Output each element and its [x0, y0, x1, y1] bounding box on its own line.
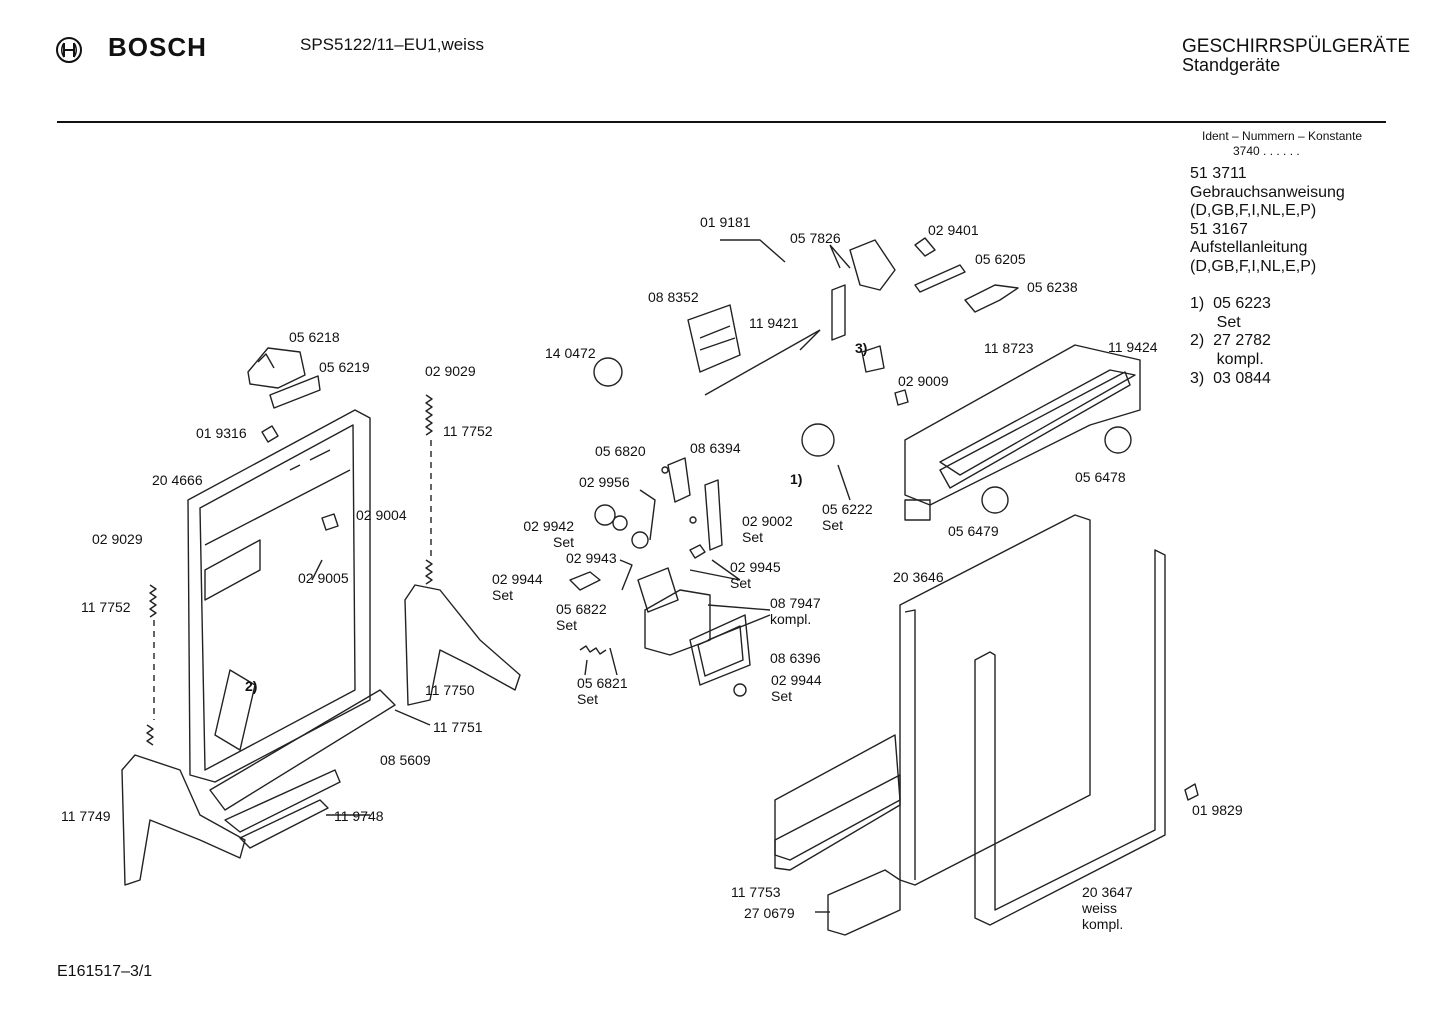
door-frame-shape — [974, 549, 1166, 926]
screw-019829-icon — [1184, 783, 1199, 801]
part-029944-left: 02 9944 Set — [492, 571, 543, 603]
document-code: E161517–3/1 — [57, 963, 153, 980]
part-029401: 02 9401 — [928, 222, 979, 238]
brand-name: BOSCH — [108, 32, 207, 62]
hinge-left-shape — [121, 754, 246, 886]
switch-block-shape — [849, 239, 896, 291]
bosch-logo-icon — [56, 37, 82, 63]
spring-top-icon — [425, 394, 433, 436]
header-divider — [57, 121, 1386, 123]
part-056821: 05 6821 Set — [577, 675, 628, 707]
part-086394: 08 6394 — [690, 440, 741, 456]
part-029005: 02 9005 — [298, 570, 349, 586]
part-056822: 05 6822 Set — [556, 601, 607, 633]
door-latch-part — [247, 347, 321, 409]
part-note-2: 2) — [245, 678, 258, 694]
part-057826: 05 7826 — [790, 230, 841, 246]
hinge-right-shape — [404, 584, 521, 706]
knob-056479-icon — [981, 486, 1009, 514]
part-056478: 05 6478 — [1075, 469, 1126, 485]
part-203646: 20 3646 — [893, 569, 944, 585]
part-029002: 02 9002 Set — [742, 513, 793, 545]
part-119424: 11 9424 — [1108, 339, 1158, 355]
model-number: SPS5122/11–EU1,weiss — [300, 35, 484, 54]
part-029009: 02 9009 — [898, 373, 949, 389]
ident-title: Ident – Nummern – Konstante — [1202, 129, 1363, 143]
inner-door-panel — [187, 409, 371, 783]
part-117751: 11 7751 — [433, 719, 483, 735]
part-117750: 11 7750 — [425, 682, 475, 698]
strip-119748-shape — [224, 769, 341, 833]
spring-bottom-icon — [146, 724, 154, 746]
part-056479: 05 6479 — [948, 523, 999, 539]
part-086396: 08 6396 — [770, 650, 821, 666]
part-056820: 05 6820 — [595, 443, 646, 459]
part-118723: 11 8723 — [984, 340, 1034, 356]
ident-value: 3740 . . . . . . — [1233, 144, 1300, 158]
kick-strip-shape — [209, 689, 396, 811]
part-019316: 01 9316 — [196, 425, 247, 441]
part-119748: 11 9748 — [334, 808, 384, 824]
spring-mid-icon — [425, 559, 433, 585]
timer-motor-shape — [687, 304, 741, 373]
part-029942: 02 9942 Set — [523, 518, 574, 550]
part-029004: 02 9004 — [356, 507, 407, 523]
side-info-list: 51 3711 Gebrauchsanweisung (D,GB,F,I,NL,… — [1190, 165, 1345, 387]
part-029956: 02 9956 — [579, 474, 630, 490]
part-029029-left: 02 9029 — [92, 531, 143, 547]
part-087947: 08 7947 kompl. — [770, 595, 821, 627]
part-029029-top: 02 9029 — [425, 363, 476, 379]
part-117753: 11 7753 — [731, 884, 781, 900]
part-117752-top: 11 7752 — [443, 423, 493, 439]
part-088352: 08 8352 — [648, 289, 699, 305]
part-029944-right: 02 9944 Set — [771, 672, 822, 704]
selector-dial-icon — [801, 423, 835, 457]
part-029945: 02 9945 Set — [730, 559, 781, 591]
part-117752-left: 11 7752 — [81, 599, 131, 615]
part-019829: 01 9829 — [1192, 802, 1243, 818]
part-056222: 05 6222 Set — [822, 501, 873, 533]
timer-knob-140472-icon — [593, 357, 623, 387]
part-270679: 27 0679 — [744, 905, 795, 921]
cable-019181-shape — [720, 239, 786, 263]
part-056219: 05 6219 — [319, 359, 370, 375]
part-056238: 05 6238 — [1027, 279, 1078, 295]
control-panel-shape — [904, 344, 1141, 521]
part-029004-shape — [321, 513, 339, 531]
category-subtitle: Standgeräte — [1182, 55, 1281, 75]
part-019181: 01 9181 — [700, 214, 751, 230]
spring-left-icon — [149, 584, 157, 618]
part-note-3: 3) — [855, 340, 868, 356]
part-085609: 08 5609 — [380, 752, 431, 768]
part-204666: 20 4666 — [152, 472, 203, 488]
part-119421: 11 9421 — [749, 315, 799, 331]
part-note-1: 1) — [790, 471, 803, 487]
part-056218: 05 6218 — [289, 329, 340, 345]
part-203647: 20 3647 weiss kompl. — [1082, 884, 1133, 932]
rod-119421-shape — [704, 329, 821, 396]
part-056205: 05 6205 — [975, 251, 1026, 267]
base-part-270679-shape — [827, 869, 901, 936]
knob-056478-icon — [1104, 426, 1132, 454]
part-140472: 14 0472 — [545, 345, 596, 361]
detergent-dispenser-shape — [569, 457, 751, 697]
part-029943: 02 9943 — [566, 550, 617, 566]
part-117749: 11 7749 — [61, 808, 111, 824]
part-019316-shape — [261, 425, 279, 443]
category-title: GESCHIRRSPÜLGERÄTE — [1182, 36, 1411, 57]
